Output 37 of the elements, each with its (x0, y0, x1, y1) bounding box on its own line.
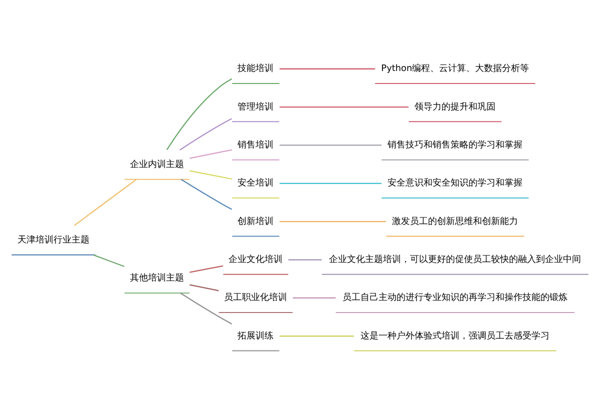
node-text: 销售技巧和销售策略的学习和掌握 (388, 140, 523, 151)
node-text: 这是一种户外体验式培训，强调员工去感受学习 (360, 331, 550, 342)
connector (280, 336, 354, 337)
connector (280, 68, 376, 70)
node-text: 销售培训 (238, 140, 274, 150)
node-text: Python编程、云计算、大数据分析等 (381, 64, 530, 74)
connector (74, 178, 137, 226)
node-text: 创新培训 (238, 216, 274, 226)
connector (280, 106, 409, 108)
connector (190, 149, 232, 159)
connector (292, 297, 336, 299)
connector (280, 182, 382, 184)
connector (280, 221, 386, 222)
connector (190, 170, 232, 180)
node-text: 安全培训 (238, 178, 274, 188)
node-text: 拓展训练 (238, 330, 274, 340)
connector (166, 78, 232, 150)
connector (190, 284, 219, 292)
connector (190, 265, 224, 273)
node-text: 企业文化主题培训，可以更好的促使员工较快的融入到企业中间 (329, 255, 582, 266)
connector (280, 144, 382, 146)
node-text: 企业内训主题 (130, 159, 184, 169)
node-text: 其他培训主题 (130, 272, 184, 283)
node-text: 员工职业化培训 (224, 292, 288, 302)
connector (180, 118, 232, 150)
node-text: 安全意识和安全知识的学习和掌握 (388, 178, 523, 189)
node-text: 天津培训行业主题 (17, 234, 90, 245)
node-text: 员工自己主动的进行专业知识的再学习和操作技能的锻炼 (342, 293, 568, 304)
node-text: 管理培训 (238, 101, 274, 112)
connector (180, 292, 232, 324)
node-text: 领导力的提升和巩固 (414, 102, 496, 112)
connector (93, 254, 124, 268)
node-text: 企业文化培训 (228, 254, 283, 264)
connector (180, 178, 232, 210)
node-text: 激发员工的创新思维和创新能力 (392, 216, 518, 227)
node-text: 技能培训 (238, 63, 274, 74)
connector (288, 259, 322, 260)
